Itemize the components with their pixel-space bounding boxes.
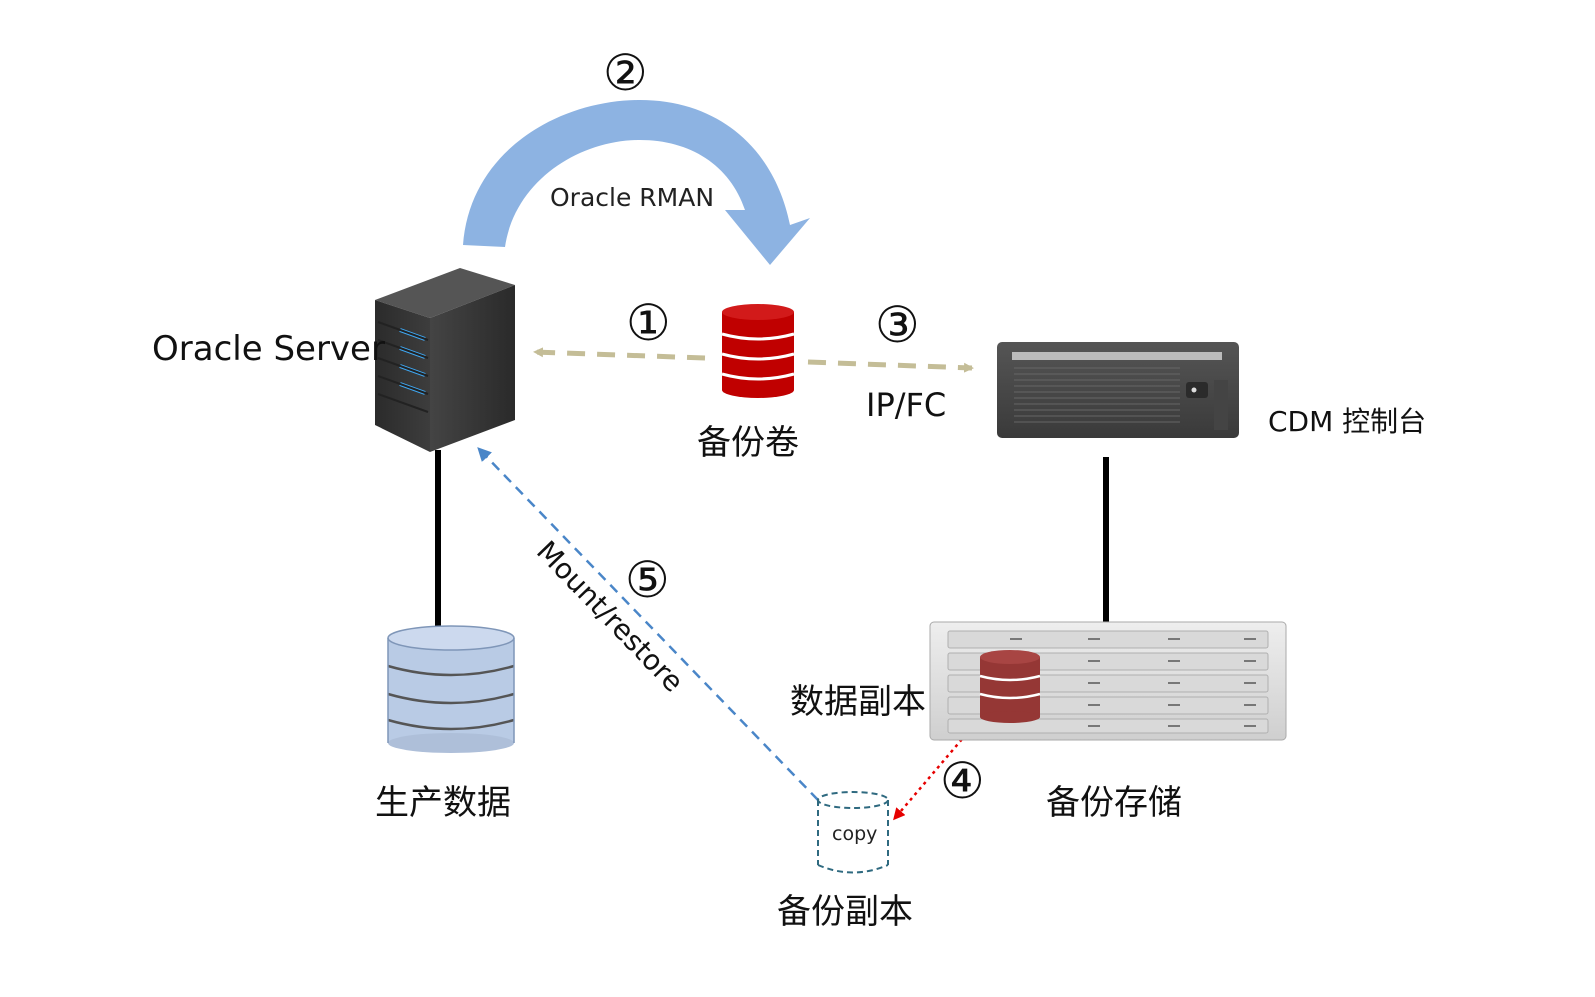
step-5-marker: ⑤ bbox=[625, 551, 670, 609]
rman-label: Oracle RMAN bbox=[550, 183, 715, 212]
server-tower-icon bbox=[375, 268, 515, 452]
backup-copy-label: 备份副本 bbox=[777, 892, 913, 932]
ipfc-label: IP/FC bbox=[866, 386, 947, 424]
step-3-marker: ③ bbox=[875, 296, 920, 354]
database-cylinder-icon bbox=[387, 625, 515, 753]
data-copy-label: 数据副本 bbox=[790, 682, 926, 722]
oracle-server-label: Oracle Server bbox=[152, 329, 385, 369]
backup-volume-label: 备份卷 bbox=[697, 423, 799, 463]
rack-appliance-icon bbox=[997, 342, 1239, 438]
data-copy-icon bbox=[979, 650, 1041, 723]
copy-tag-label: copy bbox=[832, 823, 878, 845]
arrow-volume-to-cdm bbox=[807, 359, 974, 373]
step-4-marker: ④ bbox=[940, 752, 985, 810]
arrow-mount-restore bbox=[477, 447, 819, 801]
backup-storage-label: 备份存储 bbox=[1046, 783, 1182, 823]
step-1-marker: ① bbox=[626, 294, 671, 352]
backup-copy-icon bbox=[817, 791, 889, 874]
cdm-console-label: CDM 控制台 bbox=[1268, 405, 1427, 438]
production-data-label: 生产数据 bbox=[375, 783, 511, 823]
step-2-marker: ② bbox=[603, 44, 648, 102]
arrow-volume-to-server bbox=[533, 347, 706, 361]
backup-volume-icon bbox=[721, 304, 795, 398]
rman-arc-arrow bbox=[463, 100, 810, 265]
